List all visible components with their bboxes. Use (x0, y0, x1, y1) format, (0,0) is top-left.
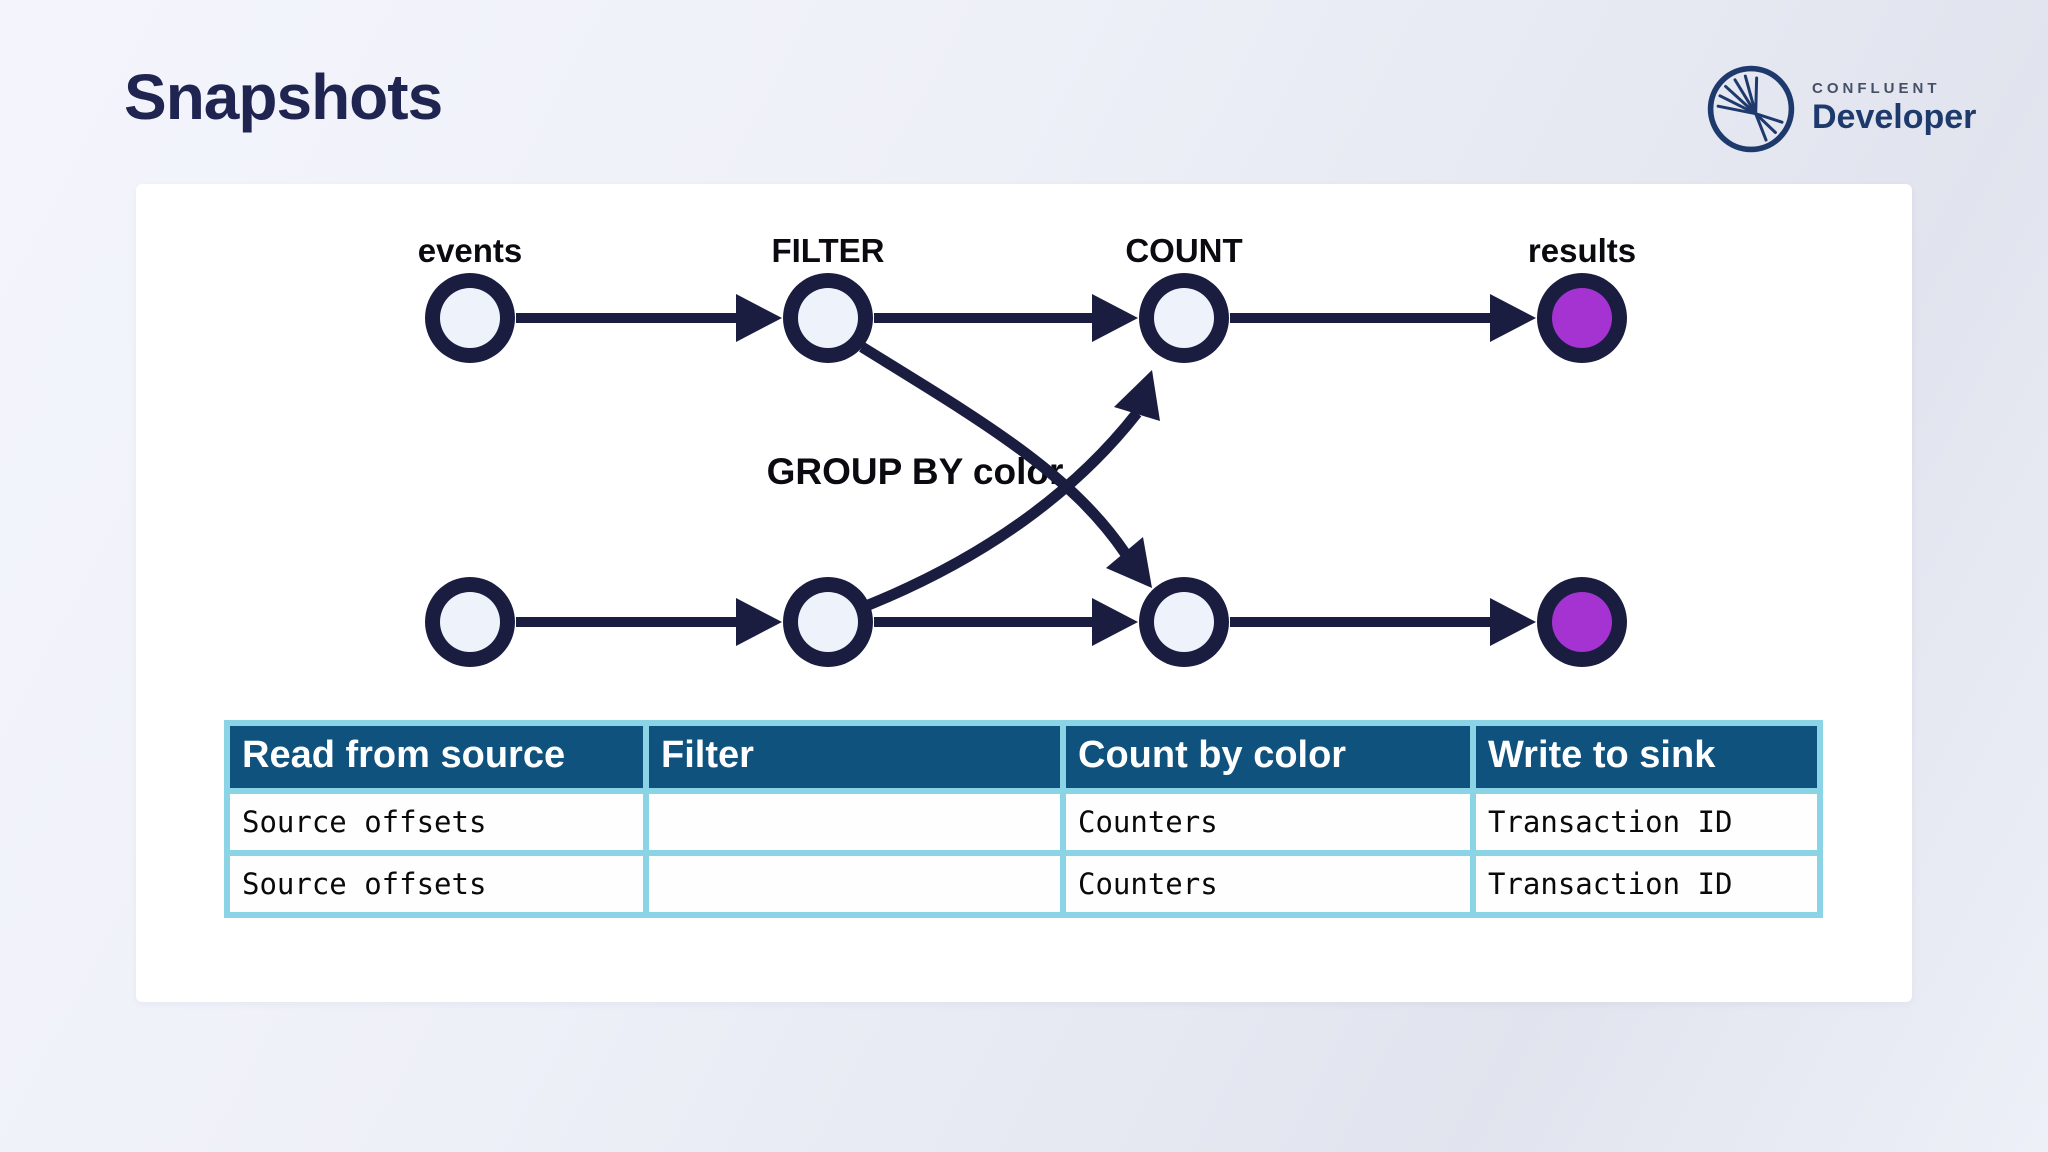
cell-filter-empty (649, 794, 1060, 850)
page-title: Snapshots (124, 61, 443, 133)
label-count: COUNT (1125, 232, 1242, 269)
node-events-source (425, 273, 515, 363)
arrow-bottom-filter-to-top-count (863, 370, 1160, 612)
table-row: Source offsets Counters Transaction ID (230, 856, 1817, 912)
logo-text: CONFLUENT Developer (1812, 81, 1976, 136)
logo-brand-label: CONFLUENT (1812, 80, 1941, 98)
table-header-row: Read from source Filter Count by color W… (230, 726, 1817, 788)
logo-product-label: Developer (1812, 98, 1977, 137)
node-count-bottom (1139, 577, 1229, 667)
cell-transaction-id: Transaction ID (1476, 856, 1817, 912)
cell-counters: Counters (1066, 794, 1470, 850)
label-filter: FILTER (771, 232, 884, 269)
table-row: Source offsets Counters Transaction ID (230, 794, 1817, 850)
node-events-source-bottom (425, 577, 515, 667)
node-results-sink-top (1537, 273, 1627, 363)
cell-source-offsets: Source offsets (230, 856, 643, 912)
label-events: events (418, 232, 523, 269)
arrow-top-filter-to-bottom-count (859, 342, 1152, 588)
header-count-by-color: Count by color (1066, 726, 1470, 788)
arrow-count-to-results-bottom (1230, 598, 1536, 646)
node-count-top (1139, 273, 1229, 363)
header-write-to-sink: Write to sink (1476, 726, 1817, 788)
arrow-filter-to-count-bottom (874, 598, 1138, 646)
header-filter: Filter (649, 726, 1060, 788)
snapshot-state-table: Read from source Filter Count by color W… (224, 720, 1823, 918)
cell-filter-empty (649, 856, 1060, 912)
cell-counters: Counters (1066, 856, 1470, 912)
arrow-count-to-results (1230, 294, 1536, 342)
label-group-by-color: GROUP BY color (767, 451, 1064, 492)
cell-source-offsets: Source offsets (230, 794, 643, 850)
cell-transaction-id: Transaction ID (1476, 794, 1817, 850)
confluent-developer-logo: CONFLUENT Developer (1704, 62, 1976, 156)
arrow-events-to-filter (516, 294, 782, 342)
node-filter-bottom (783, 577, 873, 667)
node-filter-top (783, 273, 873, 363)
label-results: results (1528, 232, 1636, 269)
confluent-starburst-icon (1707, 65, 1795, 153)
header-read-from-source: Read from source (230, 726, 643, 788)
arrow-events-to-filter-bottom (516, 598, 782, 646)
arrow-filter-to-count (874, 294, 1138, 342)
node-results-sink-bottom (1537, 577, 1627, 667)
